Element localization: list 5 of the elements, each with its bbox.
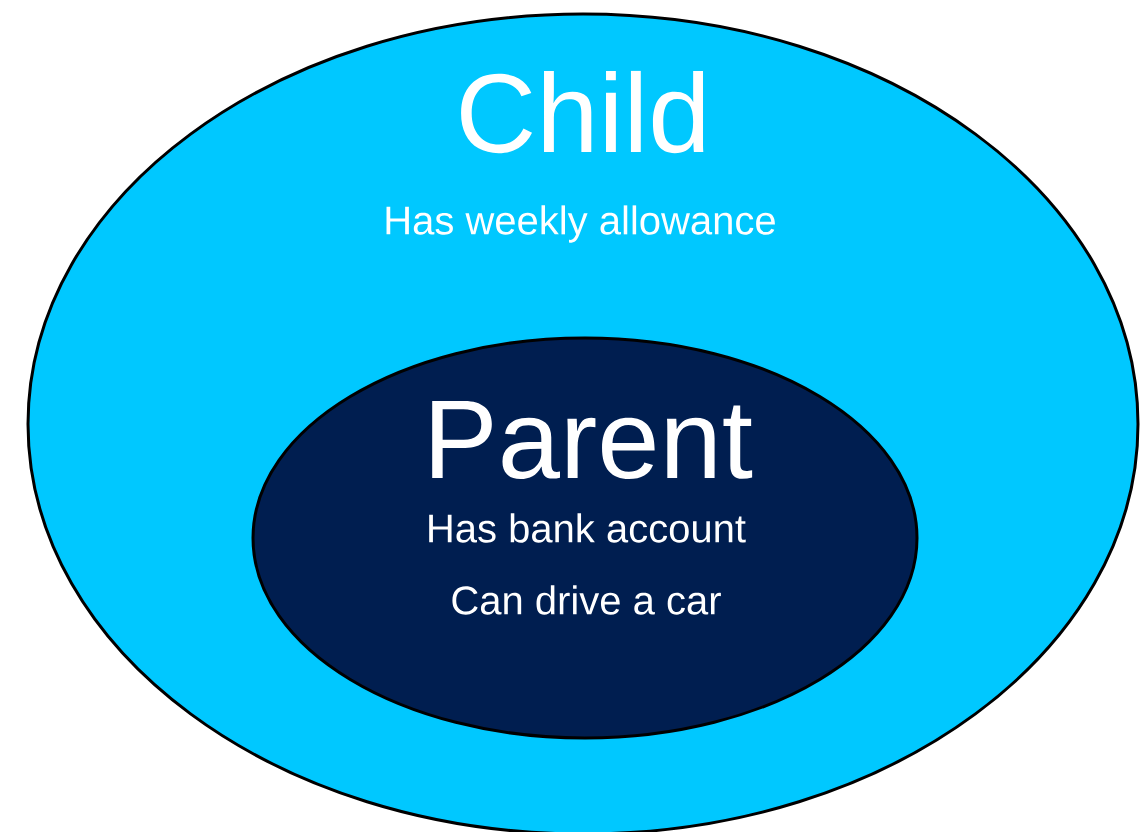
label: Has weekly allowance bbox=[386, 205, 775, 243]
heading: Child bbox=[461, 70, 704, 154]
label: Can drive a car bbox=[452, 585, 721, 615]
heading: Parent bbox=[432, 400, 753, 480]
label: Has bank account bbox=[429, 513, 746, 543]
